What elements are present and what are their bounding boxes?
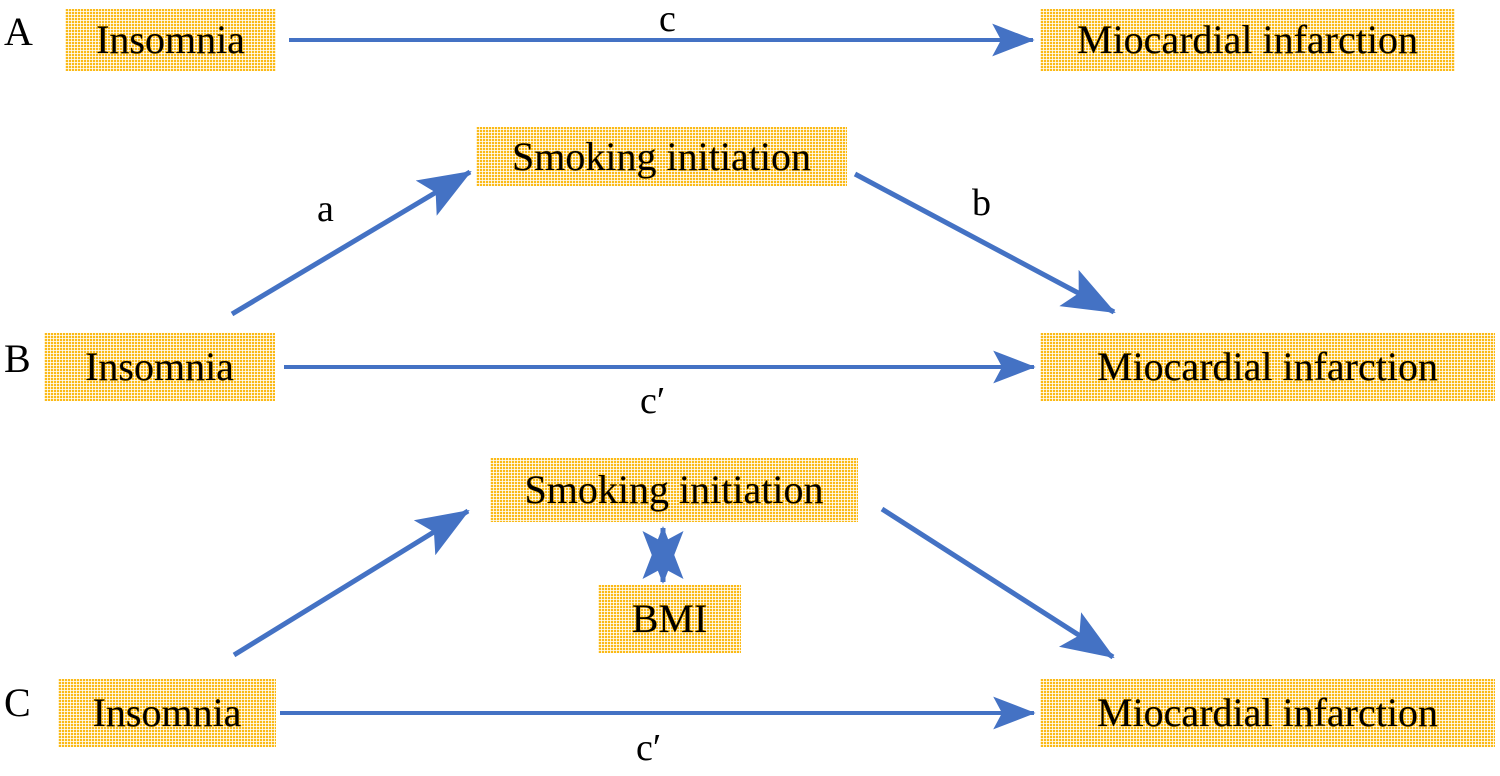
arrow-path-b-c	[880, 506, 1115, 660]
node-bmi-panel-c: BMI	[598, 585, 741, 653]
node-miocardial-infarction-panel-a: Miocardial infarction	[1040, 9, 1455, 71]
panel-letter-a: A	[4, 9, 33, 54]
path-label-c: c	[659, 0, 676, 40]
node-label: Insomnia	[96, 17, 245, 62]
node-label: Insomnia	[85, 344, 234, 389]
node-label: BMI	[631, 596, 708, 641]
node-smoking-initiation-panel-b: Smoking initiation	[476, 127, 847, 186]
arrow-path-a	[230, 169, 472, 317]
node-insomnia-panel-b: Insomnia	[44, 333, 275, 401]
path-label-a: a	[317, 188, 334, 230]
panel-letter-b: B	[4, 336, 31, 381]
node-insomnia-panel-c: Insomnia	[58, 679, 276, 747]
node-miocardial-infarction-panel-b: Miocardial infarction	[1040, 333, 1495, 401]
path-label-c-prime-c: c′	[636, 727, 662, 769]
node-label: Miocardial infarction	[1097, 344, 1438, 389]
panel-letter-c: C	[4, 680, 31, 725]
node-label: Smoking initiation	[524, 467, 824, 512]
node-label: Smoking initiation	[512, 133, 811, 179]
path-label-b: b	[972, 182, 991, 224]
node-insomnia-panel-a: Insomnia	[65, 9, 276, 71]
path-label-c-prime-b: c′	[640, 380, 666, 422]
node-miocardial-infarction-panel-c: Miocardial infarction	[1040, 679, 1495, 747]
arrow-path-a-c	[232, 508, 470, 658]
node-label: Miocardial infarction	[1077, 17, 1418, 62]
node-smoking-initiation-panel-c: Smoking initiation	[490, 458, 858, 522]
node-label: Miocardial infarction	[1097, 690, 1438, 735]
node-label: Insomnia	[92, 690, 242, 735]
